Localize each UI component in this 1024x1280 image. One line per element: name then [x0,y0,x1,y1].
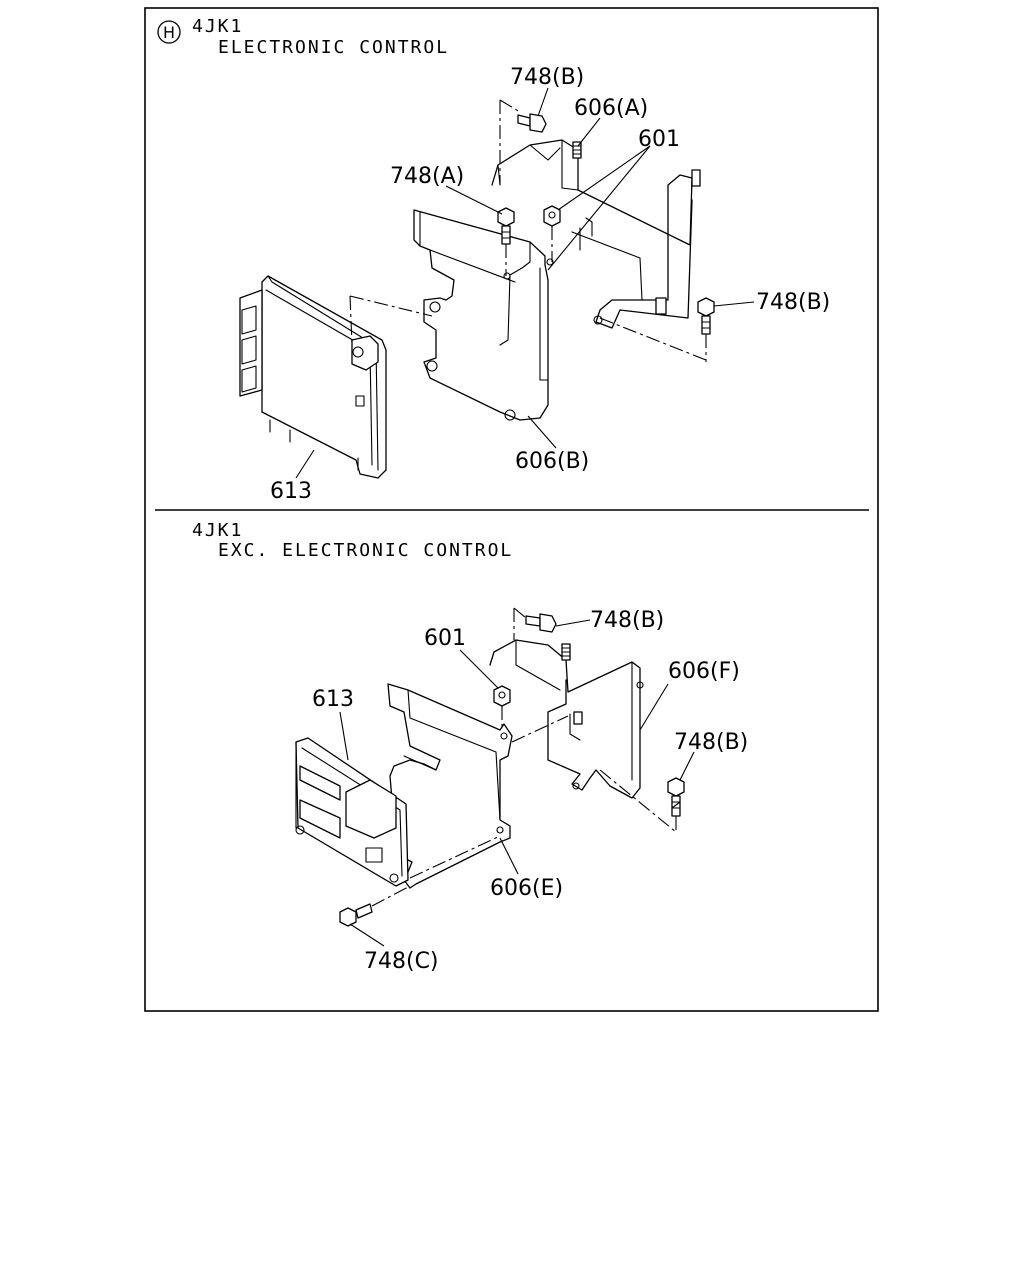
leader-606e [499,837,519,875]
diagram-frame [144,7,879,1012]
leader-606f [639,683,669,731]
nut-601 [543,205,561,227]
stud-606a [572,141,582,159]
bracket-606a [491,139,693,329]
label-601-bottom: 601 [424,626,466,651]
section-marker-circle [157,20,181,44]
leader-748b-top [537,87,549,117]
bolt-748b-top [517,113,547,133]
stud-606a-right [691,169,701,187]
top-variant-title: ELECTRONIC CONTROL [218,37,449,58]
assembly-line [599,317,707,361]
assembly-line [349,295,433,317]
leader-606a [577,117,601,147]
leader-601-to-bracket [547,145,651,271]
leader-613 [295,449,315,479]
leader-748b-right [713,301,755,307]
bolt-748b-right [697,297,715,335]
leader-748b-top-bottom [555,619,591,627]
assembly-line [499,99,521,113]
leader-748b-right-bottom [679,751,695,781]
bolt-748a [497,207,515,245]
leader-613-bottom [339,711,349,761]
label-606a: 606(A) [574,96,648,121]
ecu-module-613-bottom [295,737,409,887]
nut-601-bottom [493,685,511,707]
assembly-line [513,607,527,619]
assembly-line [511,715,569,743]
leader-601-bottom [459,649,499,689]
bracket-606b [413,209,554,421]
label-748a: 748(A) [390,164,464,189]
bracket-606e [387,683,513,889]
top-section: H 4JK1 ELECTRONIC CONTROL [157,16,830,504]
top-engine-code: 4JK1 [192,16,243,37]
leader-748a [445,185,503,215]
label-606b: 606(B) [515,449,589,474]
leader-748c [349,923,385,947]
assembly-line [349,295,353,346]
bolt-748b-right-bottom [667,777,685,817]
bolt-748b-top-bottom [525,613,557,633]
label-606e: 606(E) [490,876,563,901]
ecu-module-613 [239,275,387,479]
stud-606f [561,643,571,661]
assembly-line [371,885,411,907]
label-613: 613 [270,479,312,504]
label-601: 601 [638,127,680,152]
assembly-line [599,769,677,833]
stud-606f-lower [573,711,583,725]
label-748b-right: 748(B) [756,290,830,315]
leader-606b [527,415,557,449]
label-613-bottom: 613 [312,687,354,712]
leader-601-to-nut [557,145,651,211]
bottom-section: 4JK1 EXC. ELECTRONIC CONTROL [192,520,748,974]
bracket-606f [489,639,644,799]
section-marker: H [163,23,175,42]
label-748b-top-bottom: 748(B) [590,608,664,633]
bolt-748c [339,903,373,927]
assembly-line [409,835,501,879]
label-748c: 748(C) [364,949,439,974]
bottom-engine-code: 4JK1 [192,520,243,541]
bottom-variant-title: EXC. ELECTRONIC CONTROL [218,540,513,561]
label-606f: 606(F) [668,659,740,684]
label-748b-top: 748(B) [510,65,584,90]
label-748b-right-bottom: 748(B) [674,730,748,755]
